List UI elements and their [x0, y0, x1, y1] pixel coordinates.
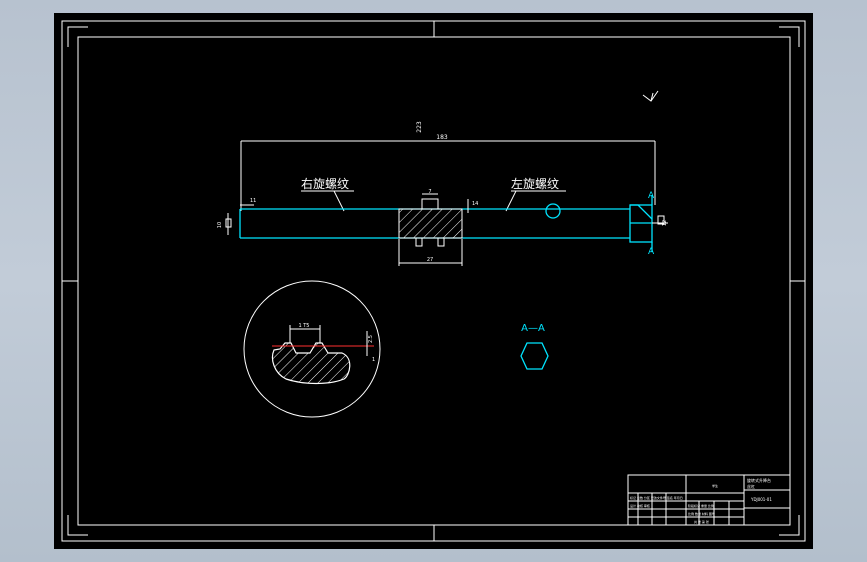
section-mark-bottom: A	[648, 247, 655, 257]
title-designer: 学生	[712, 483, 718, 488]
dim-right-square: 12	[662, 220, 668, 226]
dim-left-end: 11	[250, 198, 256, 204]
title-cell-b: 阶段标记 重量 比例	[688, 503, 714, 508]
title-project: 旋转式升降台	[747, 477, 771, 483]
shaft-right-end: A A 12	[629, 191, 668, 257]
title-block: 旋转式升降台 丝杠 YDJ001-01 学生 标记 处数 分区 更改文件号 签名…	[627, 474, 791, 526]
sheet-outer-border	[61, 20, 806, 542]
drawing-canvas: 183 223 右旋螺纹 左旋螺纹 10 11 7 27 14	[61, 20, 806, 542]
thread-labels: 右旋螺纹 左旋螺纹	[301, 176, 566, 212]
label-right-hand-thread: 右旋螺纹	[301, 176, 349, 191]
shaft-hole	[545, 203, 561, 219]
dim-vertical-note: 223	[416, 121, 423, 133]
title-part: 丝杠	[747, 483, 755, 489]
title-drawing-no: YDJ001-01	[750, 497, 772, 502]
dim-overall-text: 183	[436, 134, 448, 141]
thread-detail-view: 1 T5 2.5 1	[243, 280, 381, 418]
drawing-frame	[77, 36, 791, 526]
title-cell-a: 标记 处数 分区 更改文件号 签名 年月日	[630, 495, 683, 500]
cad-viewport[interactable]: 183 223 右旋螺纹 左旋螺纹 10 11 7 27 14	[54, 13, 813, 549]
section-title: A—A	[521, 323, 545, 334]
dim-nut-width: 27	[427, 257, 433, 263]
dim-nut-side: 14	[472, 201, 478, 207]
title-design-row: 设计 校核 审核	[630, 503, 650, 508]
title-cell-c: 共 张 第 张	[694, 519, 709, 524]
corner-marks	[67, 26, 800, 536]
label-left-hand-thread: 左旋螺纹	[511, 176, 559, 191]
detail-pitch: 1 T5	[298, 323, 309, 329]
section-a-a: A—A	[520, 323, 549, 370]
detail-side: 1	[372, 357, 375, 363]
title-scale-row: 比例 数量 材料 图号	[688, 511, 715, 516]
roughness-symbol	[642, 90, 659, 102]
nut-block: 7 27 14	[398, 189, 478, 266]
centering-marks	[62, 21, 805, 541]
dim-nut-top: 7	[428, 189, 431, 195]
detail-height: 2.5	[368, 335, 374, 343]
section-mark-top: A	[648, 191, 655, 201]
dim-left-dia: 10	[217, 222, 223, 228]
overall-dimension: 183 223	[240, 121, 656, 211]
